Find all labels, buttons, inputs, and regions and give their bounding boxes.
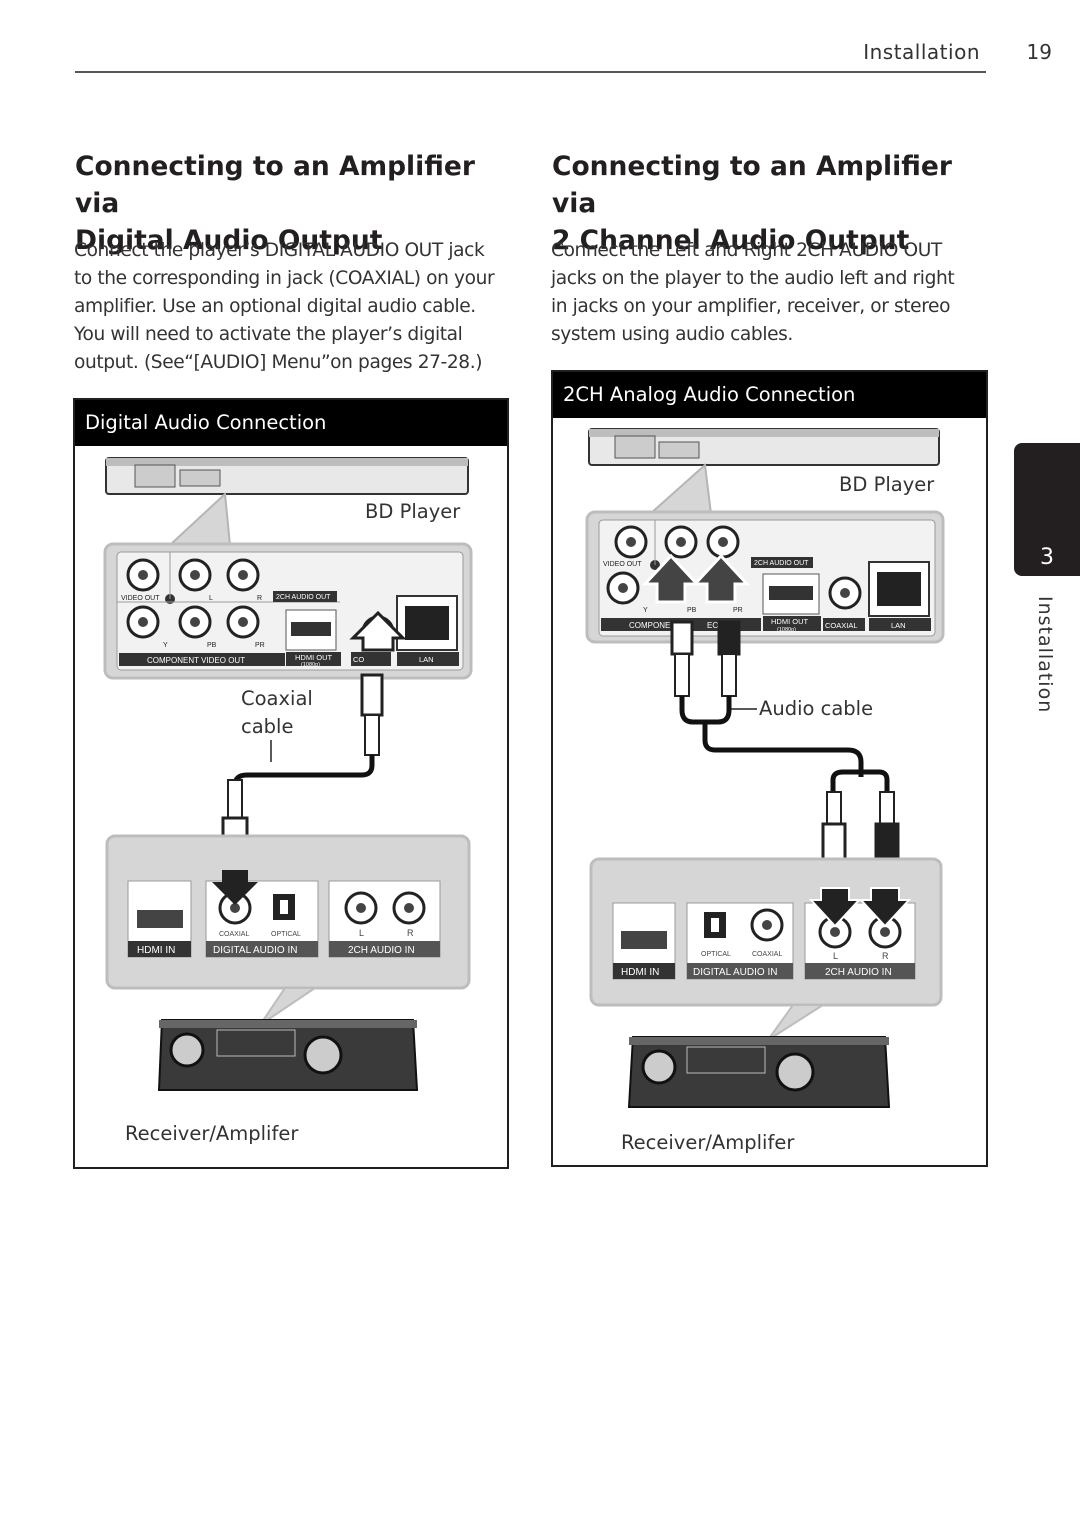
video-out-label: VIDEO OUT [121,595,160,602]
header-rule [75,71,986,73]
r-label: R [257,595,262,602]
coaxial-cable-label: Coaxial cable [241,687,313,738]
right-section-body: Connect the Left and Right 2CH AUDIO OUT… [551,240,955,345]
video-out-label: VIDEO OUT [603,561,642,568]
analog-audio-panel-title: 2CH Analog Audio Connection [553,372,986,418]
rx-r-label: R [882,951,889,961]
rx-l-label: L [833,951,838,961]
digital-audio-diagram: VIDEO OUT L R 2CH AUDIO OUT Y PB PR COMP… [103,457,473,1091]
audio-cable-label: Audio cable [759,697,874,720]
running-header-section: Installation [863,40,980,64]
pb-label: PB [207,642,217,649]
down-arrow-left-icon [808,887,862,928]
up-arrow-left-icon [641,553,701,604]
digital-audio-panel-title: Digital Audio Connection [75,400,507,446]
rx-hdmi-in-label: HDMI IN [621,967,659,978]
down-arrow-right-icon [858,887,912,928]
rx-optical-label: OPTICAL [271,931,301,938]
left-section-title: Connecting to an Amplifier via Digital A… [75,151,475,256]
l-label: L [209,595,213,602]
up-arrow-right-icon [691,553,751,604]
coaxial-out-label: CO [353,655,364,664]
rx-digital-in-label: DIGITAL AUDIO IN [693,967,777,978]
coaxial-out-label: COAXIAL [825,621,858,630]
rx-coaxial-label: COAXIAL [219,931,249,938]
rx-l-label: L [359,928,364,938]
down-arrow-icon [212,870,258,905]
digital-audio-connection-panel: VIDEO OUT L R 2CH AUDIO OUT Y PB PR COMP… [73,398,509,1169]
rx-optical-label: OPTICAL [701,951,731,958]
hdmi-res-label: (1080p) [777,627,796,633]
rx-coaxial-label: COAXIAL [752,951,782,958]
receiver-amplifier-label: Receiver/Amplifer [621,1131,795,1154]
2ch-audio-out-label: 2CH AUDIO OUT [754,560,809,567]
chapter-number: 3 [1040,545,1054,570]
lan-label: LAN [419,655,434,664]
bd-player-label: BD Player [365,500,461,523]
right-section-title: Connecting to an Amplifier via 2 Channel… [552,151,952,256]
hdmi-out-label: HDMI OUT [295,653,332,662]
page-number: 19 [1026,40,1052,64]
rx-2ch-in-label: 2CH AUDIO IN [348,945,415,956]
rx-r-label: R [407,928,414,938]
analog-audio-connection-panel: VIDEO OUT 2CH AUDIO OUT Y PB PR COMPONEN… [551,370,988,1167]
left-section-body: Connect the player’s DIGITAL AUDIO OUT j… [74,240,495,373]
bd-player-label: BD Player [839,473,935,496]
audio-cable [702,722,864,777]
rx-hdmi-in-label: HDMI IN [137,945,175,956]
chapter-tab: 3 [1014,443,1080,576]
receiver-amplifier-label: Receiver/Amplifer [125,1122,299,1145]
coaxial-cable [232,755,375,798]
hdmi-res-label: (1080p) [301,662,320,668]
rx-2ch-in-label: 2CH AUDIO IN [825,967,892,978]
pr-label: PR [733,607,743,614]
up-arrow-icon [349,610,407,652]
pb-label: PB [687,607,697,614]
chapter-label: Installation [1034,596,1056,714]
analog-audio-diagram: VIDEO OUT 2CH AUDIO OUT Y PB PR COMPONEN… [585,428,945,1108]
pr-label: PR [255,642,265,649]
rx-digital-in-label: DIGITAL AUDIO IN [213,945,297,956]
y-label: Y [643,607,648,614]
component-video-out-label: COMPONENT VIDEO OUT [147,656,245,665]
hdmi-out-label: HDMI OUT [771,617,808,626]
component-label: COMPONEN [629,621,676,630]
lan-label: LAN [891,621,906,630]
2ch-audio-out-label: 2CH AUDIO OUT [276,594,331,601]
y-label: Y [163,642,168,649]
